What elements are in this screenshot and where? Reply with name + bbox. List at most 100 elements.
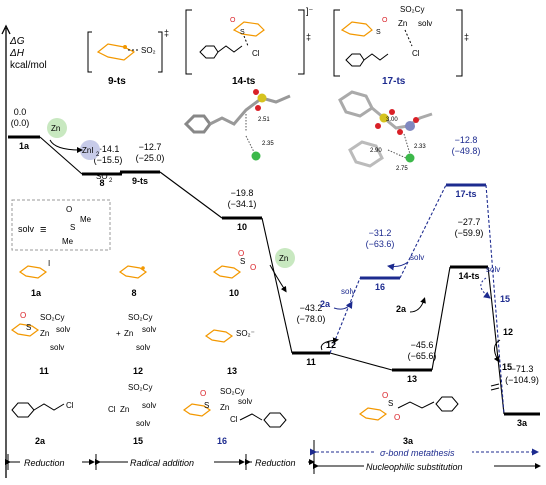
reagent-12-15: 12 15 <box>490 327 513 391</box>
level-name-11: 11 <box>306 357 316 367</box>
so2cy-label: SO₂Cy <box>220 387 244 396</box>
alkyl-chain <box>397 401 435 409</box>
axis-unit-label: kcal/mol <box>10 60 47 71</box>
axis-arrowhead <box>1 24 11 35</box>
reagent-2a: 2a <box>320 299 331 309</box>
zn-reagent: Zn <box>51 124 60 133</box>
ts-dagger: ‡ <box>306 32 311 42</box>
structure-label-s13: 13 <box>227 366 237 376</box>
o-atom: O <box>200 389 206 398</box>
level-name-1a: 1a <box>19 141 30 151</box>
structure-label-s10: 10 <box>229 288 239 298</box>
structure-label-s12: 12 <box>133 366 143 376</box>
s-atom: S <box>70 223 75 232</box>
cyclohexyl-ring <box>212 265 242 279</box>
cl-label: Cl <box>66 401 74 410</box>
solv-label: solv <box>136 343 150 352</box>
o-atom: O <box>66 205 72 214</box>
ts-charge: ]⁻ <box>306 6 314 16</box>
reagent-12-label: 12 <box>503 327 513 337</box>
solv-label: solv <box>341 287 355 296</box>
cyclohexyl-ring <box>10 323 40 337</box>
solv-label: solv <box>418 19 432 28</box>
structure-label-s15: 15 <box>133 436 143 446</box>
ts-dagger: ‡ <box>164 28 169 38</box>
distance-label: 3.00 <box>386 117 398 123</box>
level-name-16: 16 <box>375 282 385 292</box>
ts-label-17: 17-ts <box>382 76 406 87</box>
equiv-sign: ≡ <box>40 224 46 236</box>
structure-label-s11: 11 <box>39 366 49 376</box>
o-atom: O <box>250 263 256 272</box>
so2cy-label: SO₂Cy <box>128 383 152 392</box>
profile-connector <box>399 184 447 279</box>
solv-label: solv <box>486 265 500 274</box>
oxygen-atom <box>255 105 261 111</box>
cyclohexyl-ring <box>96 43 136 61</box>
s-atom: S <box>240 29 245 36</box>
dh-value-14ts: (−59.9) <box>455 228 484 238</box>
dg-value-14ts: −27.7 <box>458 217 481 227</box>
energy-levels: 0.0(0.0)1a−14.1(−15.5)8−12.7(−25.0)9-ts−… <box>8 107 540 428</box>
reagent-zni2: ZnI 2 <box>80 140 100 160</box>
level-name-13: 13 <box>407 374 417 384</box>
ts-dagger: ‡ <box>464 32 469 42</box>
zn-reagent: Zn <box>279 254 288 263</box>
dg-value-8: −14.1 <box>97 144 120 154</box>
structure-label-s8: 8 <box>131 288 136 298</box>
sulfur-atom <box>257 93 267 103</box>
o-atom: O <box>238 249 244 258</box>
level-name-14ts: 14-ts <box>458 271 479 281</box>
profile-connector <box>261 217 293 354</box>
s-atom: S <box>376 29 381 36</box>
cyclohexyl-ring <box>182 403 212 417</box>
phase-reduction-2: Reduction <box>255 458 296 468</box>
level-name-9ts: 9-ts <box>132 176 148 186</box>
profile-connector <box>487 266 505 415</box>
ts-box-17: O S SO₂Cy Zn solv Cl ‡ 17-ts <box>333 5 469 87</box>
zinc-atom <box>405 121 415 131</box>
dh-value-8: (−15.5) <box>94 155 123 165</box>
profile-connector <box>329 277 361 354</box>
solv-def-label: solv <box>18 224 35 234</box>
s-atom: S <box>388 399 393 408</box>
me-label: Me <box>62 237 74 246</box>
zn-label: Zn <box>40 329 49 338</box>
reagent-solv-2a: solv 2a <box>320 287 355 310</box>
cyclohexyl-ring <box>118 265 148 279</box>
cyclohexyl-ring <box>358 407 388 421</box>
so2cy-label: SO₂Cy <box>40 313 64 322</box>
reagent-so2: SO 2 <box>96 172 113 184</box>
dg-value-1a: 0.0 <box>14 107 27 117</box>
dg-value-17ts: −12.8 <box>455 135 478 145</box>
solv-label: solv <box>50 343 64 352</box>
iodine-label: I <box>48 259 50 268</box>
s-atom: S <box>240 257 245 266</box>
axis-dg-label: ΔG <box>9 36 25 47</box>
reagent-15: 15 <box>502 362 512 372</box>
structure-label-s3a: 3a <box>403 436 414 446</box>
level-name-17ts: 17-ts <box>455 189 476 199</box>
phenyl-ring <box>435 396 459 412</box>
s-atom: S <box>204 401 209 410</box>
o-atom: O <box>382 17 388 24</box>
cl-label: Cl <box>412 49 420 58</box>
so2-subscript: 2 <box>109 178 113 184</box>
dh-value-11: (−78.0) <box>297 314 326 324</box>
distance-label: 2.75 <box>396 166 408 172</box>
s-atom: S <box>26 323 31 332</box>
solv-label: solv <box>56 325 70 334</box>
dh-value-16: (−63.6) <box>366 239 395 249</box>
cl-label: Cl <box>230 415 238 424</box>
plus-sign: + <box>116 329 121 338</box>
alkyl-chain <box>239 413 263 421</box>
so2cy-label: SO₂Cy <box>400 5 424 14</box>
so2-reagent: SO <box>96 172 108 181</box>
dh-value-17ts: (−49.8) <box>452 146 481 156</box>
reagent-zn-1: Zn <box>47 118 67 138</box>
dg-value-10: −19.8 <box>231 188 254 198</box>
phase-reduction-1: Reduction <box>24 458 65 468</box>
3d-model-14ts: 2.51 2.35 <box>183 89 291 161</box>
